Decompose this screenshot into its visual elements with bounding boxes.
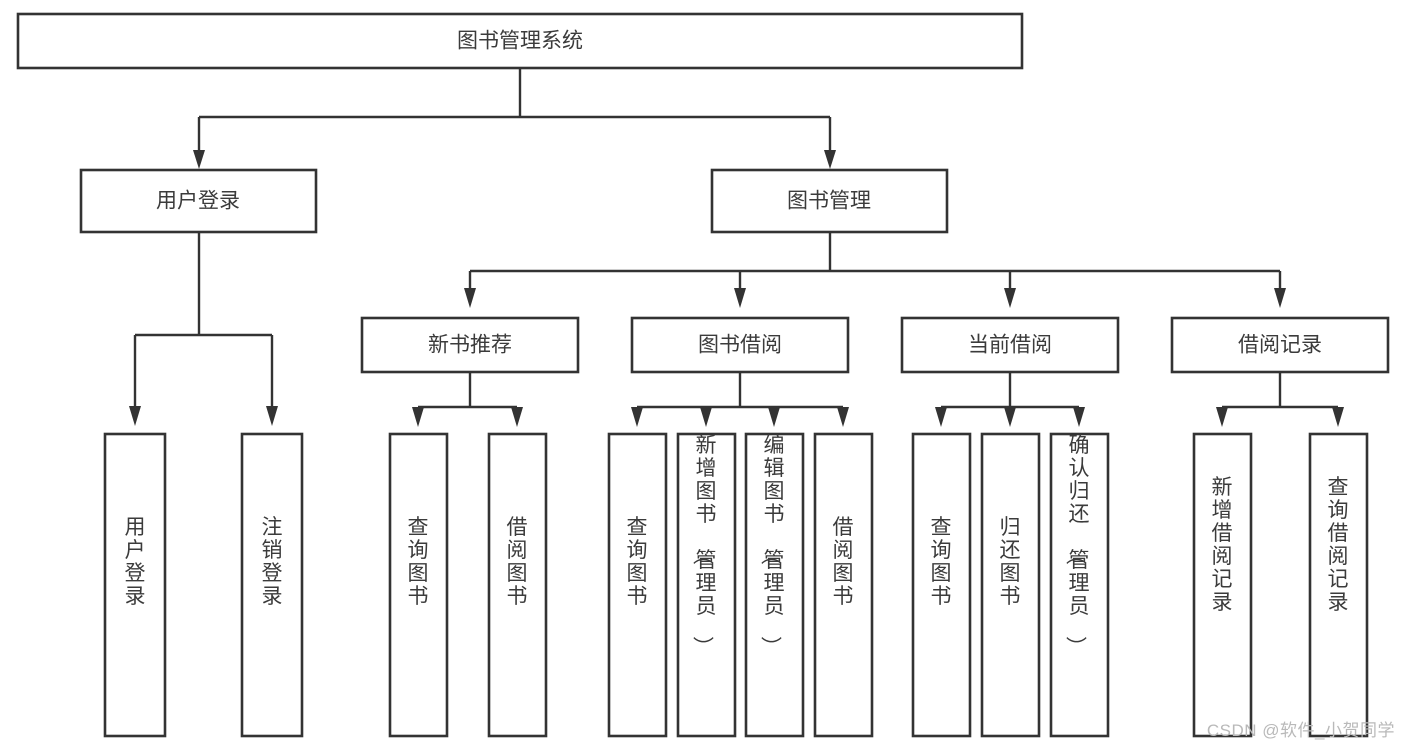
node-root[interactable]: 图书管理系统 <box>16 12 1024 70</box>
node-user-login[interactable]: 用户登录 <box>79 168 318 234</box>
csdn-watermark: CSDN @软件_小贺同学 <box>1206 721 1395 740</box>
arrowhead-leaf-query-record <box>1332 407 1344 427</box>
connectors <box>129 68 1344 427</box>
node-current-borrow-box[interactable] <box>900 316 1120 374</box>
node-current-borrow[interactable]: 当前借阅 <box>900 316 1120 374</box>
arrowhead-book-manage <box>824 150 836 169</box>
arrowhead-leaf-query-book-1 <box>412 407 424 427</box>
arrowhead-leaf-borrow-book-1 <box>511 407 523 427</box>
node-leaf-query-book-2-box[interactable] <box>607 432 668 738</box>
arrowhead-leaf-query-book-3 <box>935 407 947 427</box>
arrowhead-book-borrow <box>734 288 746 308</box>
node-borrow-record-box[interactable] <box>1170 316 1390 374</box>
node-leaf-edit-book-box[interactable] <box>744 432 805 738</box>
node-leaf-return-book-label: 归还图书 <box>1000 516 1021 608</box>
node-leaf-query-book-2-label: 查询图书 <box>627 516 648 608</box>
node-leaf-query-record-label: 查询借阅记录 <box>1328 476 1349 614</box>
node-leaf-confirm-return-label: 确认归还（管理员） <box>1064 434 1090 657</box>
node-book-manage[interactable]: 图书管理 <box>710 168 949 234</box>
node-new-book-recommend-box[interactable] <box>360 316 580 374</box>
node-leaf-query-record-box[interactable] <box>1308 432 1369 738</box>
node-leaf-query-book-3[interactable]: 查询图书 <box>911 432 972 738</box>
node-leaf-user-login-box[interactable] <box>103 432 167 738</box>
node-leaf-logout-login-box[interactable] <box>240 432 304 738</box>
node-leaf-edit-book-label: 编辑图书（管理员） <box>759 434 785 657</box>
arrowhead-leaf-add-book <box>700 407 712 427</box>
arrowhead-leaf-logout-login <box>266 406 278 426</box>
node-leaf-logout-login[interactable]: 注销登录 <box>240 432 304 738</box>
node-leaf-query-book-1[interactable]: 查询图书 <box>388 432 449 738</box>
node-leaf-return-book-box[interactable] <box>980 432 1041 738</box>
node-leaf-borrow-book-1-label: 借阅图书 <box>507 516 528 608</box>
node-user-login-label: 用户登录 <box>156 190 240 213</box>
node-leaf-borrow-book-2[interactable]: 借阅图书 <box>813 432 874 738</box>
node-leaf-query-book-1-box[interactable] <box>388 432 449 738</box>
node-root-label: 图书管理系统 <box>457 30 583 53</box>
arrowhead-current-borrow <box>1004 288 1016 308</box>
node-leaf-add-book[interactable]: 新增图书（管理员） <box>676 432 737 738</box>
node-leaf-query-book-3-label: 查询图书 <box>931 516 952 608</box>
node-book-borrow-label: 图书借阅 <box>698 334 782 357</box>
node-leaf-borrow-book-2-box[interactable] <box>813 432 874 738</box>
node-leaf-add-record-box[interactable] <box>1192 432 1253 738</box>
node-borrow-record-label: 借阅记录 <box>1238 334 1322 357</box>
arrowhead-borrow-record <box>1274 288 1286 308</box>
arrowhead-leaf-query-book-2 <box>631 407 643 427</box>
node-leaf-add-book-label: 新增图书（管理员） <box>691 434 717 657</box>
node-book-manage-box[interactable] <box>710 168 949 234</box>
node-new-book-recommend[interactable]: 新书推荐 <box>360 316 580 374</box>
node-current-borrow-label: 当前借阅 <box>968 334 1052 357</box>
arrowhead-leaf-return-book <box>1004 407 1016 427</box>
arrowhead-leaf-user-login <box>129 406 141 426</box>
node-leaf-add-record-label: 新增借阅记录 <box>1212 476 1233 614</box>
node-leaf-add-record[interactable]: 新增借阅记录 <box>1192 432 1253 738</box>
arrowhead-leaf-edit-book <box>768 407 780 427</box>
node-book-borrow-box[interactable] <box>630 316 850 374</box>
node-book-manage-label: 图书管理 <box>787 190 871 213</box>
arrowhead-leaf-add-record <box>1216 407 1228 427</box>
node-leaf-query-book-3-box[interactable] <box>911 432 972 738</box>
node-leaf-confirm-return-box[interactable] <box>1049 432 1110 738</box>
arrowhead-leaf-borrow-book-2 <box>837 407 849 427</box>
arrowhead-new-book-recommend <box>464 288 476 308</box>
node-leaf-borrow-book-1-box[interactable] <box>487 432 548 738</box>
node-leaf-user-login-label: 用户登录 <box>125 516 146 608</box>
node-new-book-recommend-label: 新书推荐 <box>428 334 512 357</box>
node-leaf-return-book[interactable]: 归还图书 <box>980 432 1041 738</box>
arrowhead-user-login <box>193 150 205 169</box>
arrowhead-leaf-confirm-return <box>1073 407 1085 427</box>
node-leaf-borrow-book-2-label: 借阅图书 <box>833 516 854 608</box>
node-leaf-query-book-1-label: 查询图书 <box>408 516 429 608</box>
node-user-login-box[interactable] <box>79 168 318 234</box>
node-leaf-confirm-return[interactable]: 确认归还（管理员） <box>1049 432 1110 738</box>
node-borrow-record[interactable]: 借阅记录 <box>1170 316 1390 374</box>
node-leaf-logout-login-label: 注销登录 <box>262 516 283 608</box>
node-book-borrow[interactable]: 图书借阅 <box>630 316 850 374</box>
node-leaf-add-book-box[interactable] <box>676 432 737 738</box>
node-root-box[interactable] <box>16 12 1024 70</box>
node-leaf-edit-book[interactable]: 编辑图书（管理员） <box>744 432 805 738</box>
node-leaf-user-login[interactable]: 用户登录 <box>103 432 167 738</box>
node-leaf-borrow-book-1[interactable]: 借阅图书 <box>487 432 548 738</box>
node-leaf-query-record[interactable]: 查询借阅记录 <box>1308 432 1369 738</box>
node-leaf-query-book-2[interactable]: 查询图书 <box>607 432 668 738</box>
